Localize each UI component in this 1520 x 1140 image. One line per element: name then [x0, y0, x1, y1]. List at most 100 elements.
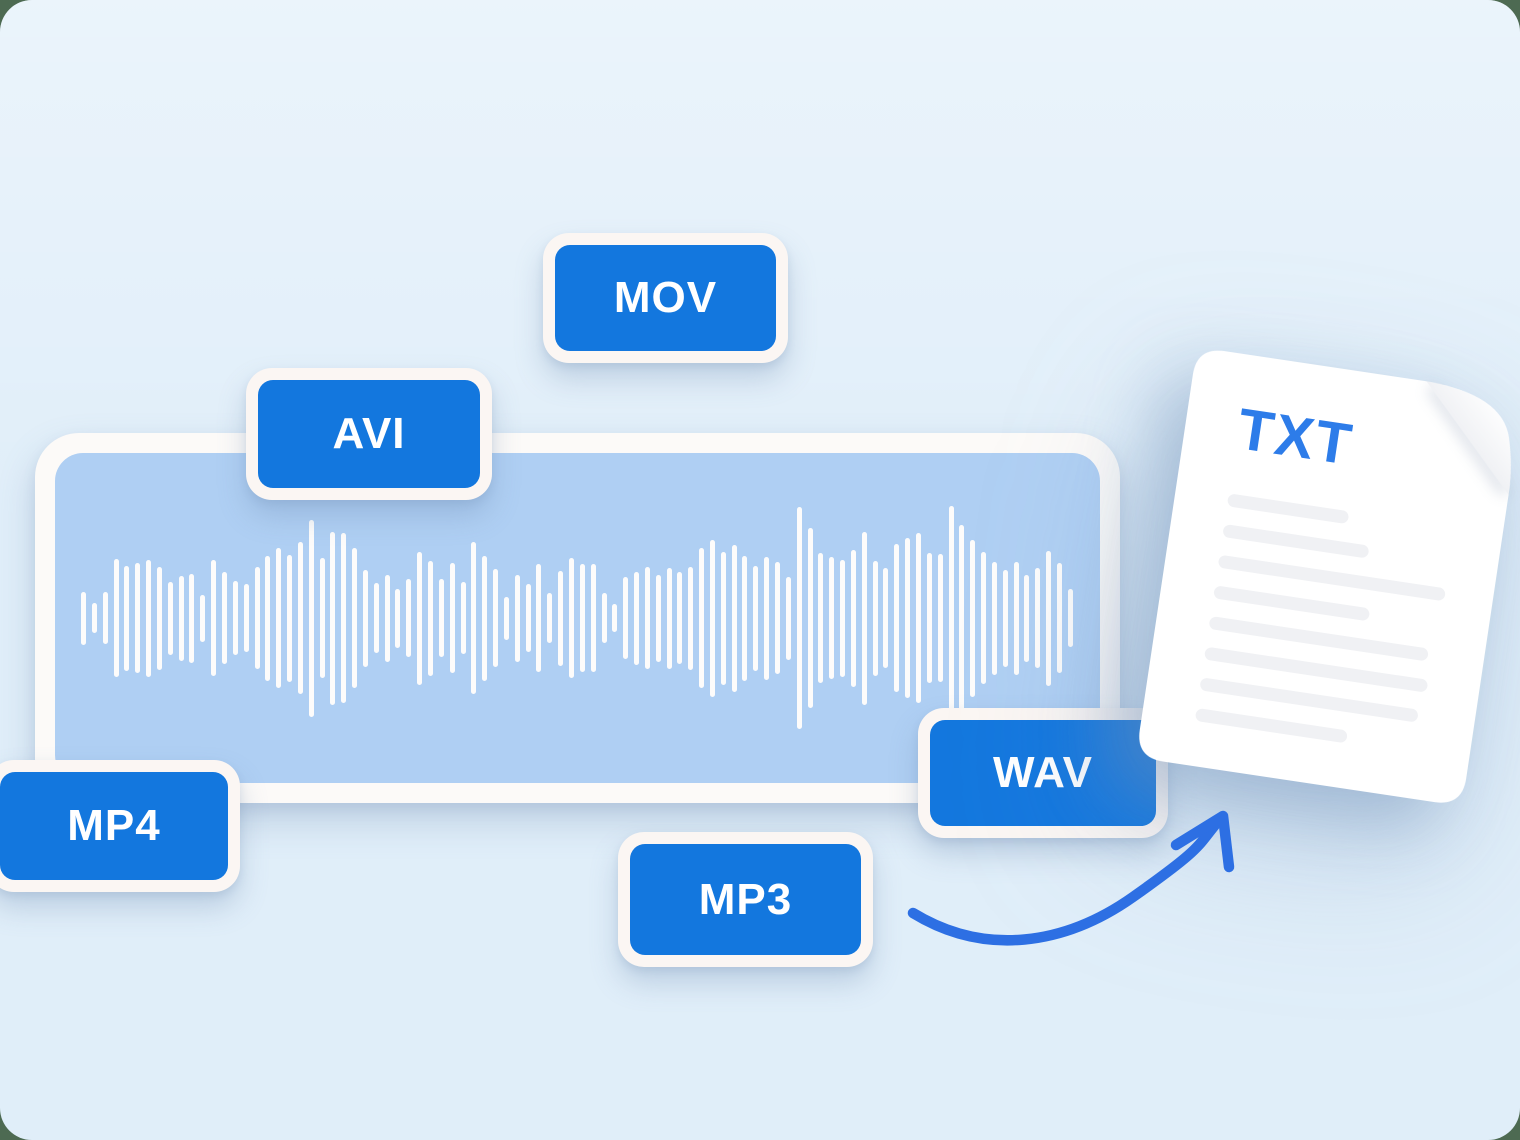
- waveform-bar: [1046, 550, 1052, 686]
- waveform-bar: [352, 548, 358, 688]
- waveform-bar: [232, 581, 238, 655]
- waveform-bar: [796, 507, 802, 729]
- waveform-bar: [926, 553, 932, 683]
- waveform-bar: [818, 553, 824, 683]
- waveform-bar: [330, 531, 336, 705]
- waveform-bar: [568, 558, 574, 678]
- waveform-bar: [1035, 568, 1041, 668]
- waveform-bar: [113, 559, 119, 677]
- waveform-bar: [807, 528, 813, 708]
- waveform-bar: [503, 596, 509, 640]
- fold-shadow: [1428, 385, 1509, 495]
- waveform-bar: [601, 593, 607, 643]
- waveform-bar: [265, 555, 271, 681]
- badge-mp3: MP3: [618, 832, 873, 967]
- waveform-bar: [872, 560, 878, 676]
- waveform-bar: [775, 562, 780, 674]
- waveform-bar: [428, 560, 433, 676]
- waveform-bar: [959, 524, 965, 712]
- waveform-bar: [178, 575, 184, 661]
- waveform-bar: [644, 567, 650, 669]
- waveform-bar: [341, 533, 347, 703]
- waveform-bar: [1002, 569, 1008, 667]
- waveform-bar: [200, 594, 206, 642]
- badge-mp4: MP4: [0, 760, 240, 892]
- waveform-bar: [384, 574, 390, 662]
- waveform-panel: [35, 433, 1120, 803]
- waveform-bar: [146, 559, 152, 677]
- waveform-bar: [124, 565, 130, 671]
- waveform-bar: [764, 556, 770, 680]
- waveform-bar: [785, 576, 791, 660]
- waveform-bar: [850, 549, 856, 687]
- waveform-bar: [536, 564, 542, 672]
- waveform-bar: [1056, 563, 1062, 673]
- waveform-bar: [276, 548, 282, 688]
- waveform-bar: [254, 567, 260, 669]
- waveform-bar: [709, 539, 715, 697]
- waveform-bar: [395, 588, 401, 648]
- waveform-bar: [905, 538, 911, 698]
- waveform-bar: [243, 584, 249, 652]
- waveform-bar: [623, 577, 629, 659]
- waveform-bar: [308, 519, 314, 717]
- waveform-bar: [677, 572, 683, 664]
- waveform-bar: [558, 570, 564, 666]
- waveform-bar: [81, 591, 86, 645]
- badge-mov: MOV: [543, 233, 788, 363]
- waveform-bar: [753, 565, 759, 671]
- badge-avi-label: AVI: [258, 380, 480, 488]
- waveform-bar: [894, 544, 900, 692]
- waveform-bar: [417, 551, 423, 685]
- waveform-bar: [937, 554, 943, 682]
- waveform-bar: [991, 561, 997, 675]
- waveform-bar: [362, 569, 368, 667]
- waveform-bar: [91, 603, 97, 633]
- waveform-bar: [373, 583, 379, 653]
- waveform-bar: [449, 563, 455, 673]
- waveform-bar: [297, 542, 303, 694]
- waveform-bar: [688, 566, 694, 670]
- waveform-bar: [547, 593, 553, 643]
- waveform-bar: [883, 568, 889, 668]
- badge-mov-label: MOV: [555, 245, 776, 351]
- waveform-bar: [948, 505, 954, 731]
- waveform-bar: [970, 539, 976, 697]
- waveform-bar: [471, 542, 477, 694]
- waveform-bar: [135, 563, 141, 673]
- waveform-bar: [287, 554, 293, 682]
- waveform-bar: [699, 548, 705, 688]
- waveform-bar: [102, 592, 108, 644]
- waveform-bar: [634, 571, 640, 665]
- txt-document: TXT: [1136, 347, 1520, 806]
- waveform-bar: [211, 560, 217, 676]
- waveform-bar: [1067, 589, 1073, 647]
- waveform-bar: [579, 564, 585, 672]
- waveform-bar: [319, 558, 325, 678]
- waveform-bar: [590, 564, 596, 672]
- waveform-bar: [829, 557, 835, 679]
- waveform-bar: [731, 544, 737, 692]
- waveform-bar: [514, 574, 520, 662]
- arrow-head: [1170, 810, 1235, 873]
- waveform-bar: [493, 569, 499, 667]
- waveform-bar: [438, 579, 444, 657]
- arrow-shaft: [907, 819, 1221, 946]
- badge-wav: WAV: [918, 708, 1168, 838]
- waveform-bar: [525, 584, 531, 652]
- conversion-arrow-icon: [907, 810, 1235, 946]
- waveform-bar: [742, 555, 748, 681]
- waveform-bar: [612, 604, 618, 632]
- waveform-bar: [156, 566, 162, 670]
- waveform-bar: [981, 552, 987, 684]
- waveform-bar: [189, 573, 195, 663]
- waveform-bar: [167, 581, 173, 655]
- waveform-bar: [915, 533, 921, 703]
- txt-label: TXT: [1233, 396, 1358, 478]
- badge-wav-label: WAV: [930, 720, 1156, 826]
- badge-mp3-label: MP3: [630, 844, 861, 955]
- waveform-bar: [861, 531, 867, 705]
- waveform-bar: [460, 582, 466, 654]
- folded-corner: [1426, 381, 1511, 495]
- waveform-bar: [840, 559, 846, 677]
